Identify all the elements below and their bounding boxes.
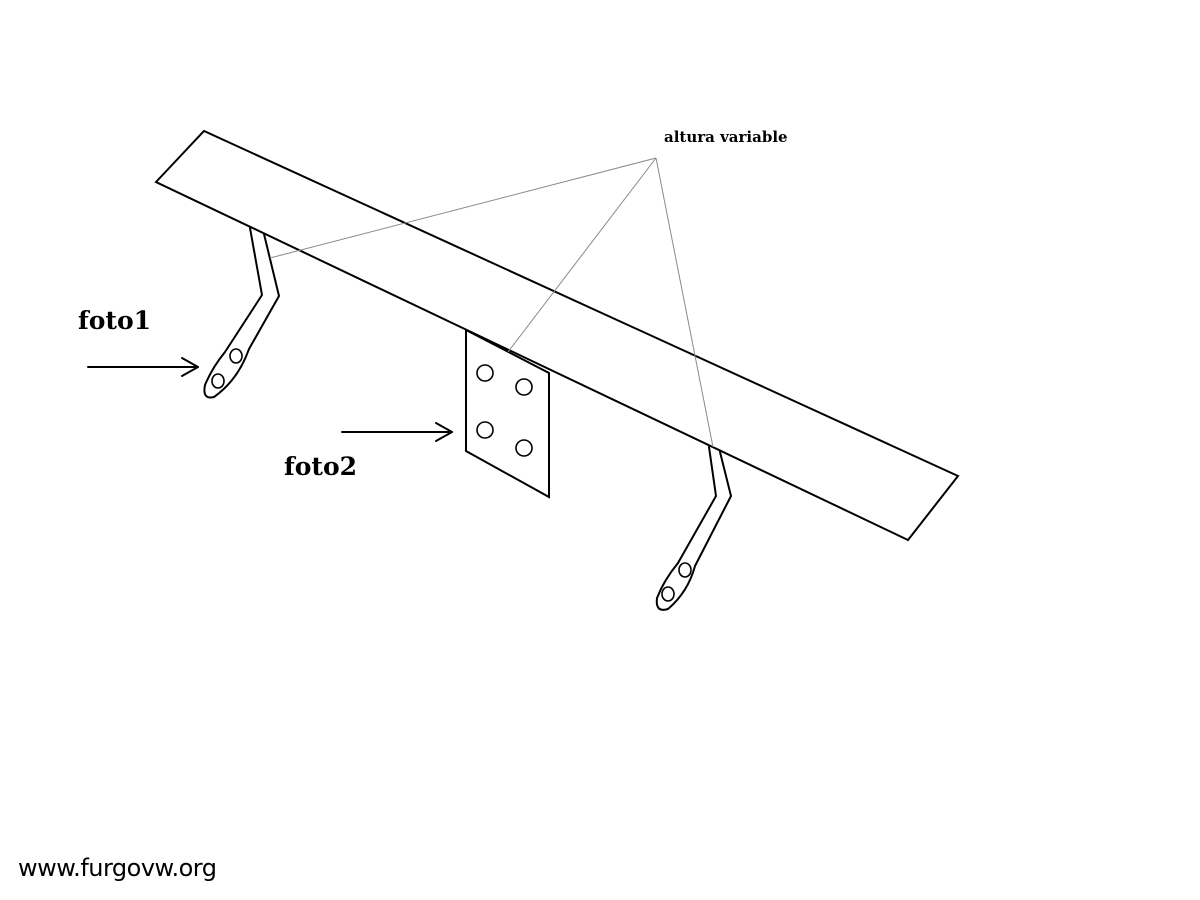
- arrow-foto2-head: [435, 422, 453, 442]
- arrow-foto1: [87, 357, 199, 377]
- left-leg-inner-edge: [248, 233, 280, 350]
- pointer-line-left-leg: [269, 157, 657, 259]
- arrow-foto1-head: [181, 357, 199, 377]
- plate-hole-4: [515, 439, 533, 457]
- left-foot: [203, 348, 250, 399]
- foto2-label: foto2: [284, 452, 358, 481]
- right-leg-outer-edge: [677, 446, 717, 564]
- arrow-foto2: [341, 422, 453, 442]
- plate-hole-3: [476, 421, 494, 439]
- altura-pointer-lines: [269, 157, 714, 448]
- right-leg-inner-edge: [694, 451, 732, 567]
- plate-hole-2: [515, 378, 533, 396]
- right-foot: [655, 562, 696, 611]
- watermark: www.furgovw.org: [18, 854, 217, 882]
- left-leg-outer-edge: [224, 227, 263, 353]
- foto1-label: foto1: [78, 306, 152, 335]
- right-foot-hole-1: [661, 586, 675, 602]
- left-leg: [224, 227, 280, 353]
- left-foot-hole-1: [211, 373, 225, 389]
- right-foot-hole-2: [678, 562, 692, 578]
- plate-hole-1: [476, 364, 494, 382]
- pointer-line-plate: [507, 157, 657, 353]
- crossbar: [154, 129, 960, 542]
- right-leg: [677, 446, 732, 567]
- altura-variable-label: altura variable: [664, 128, 788, 146]
- left-foot-hole-2: [229, 348, 243, 364]
- pointer-line-right-leg: [655, 157, 714, 448]
